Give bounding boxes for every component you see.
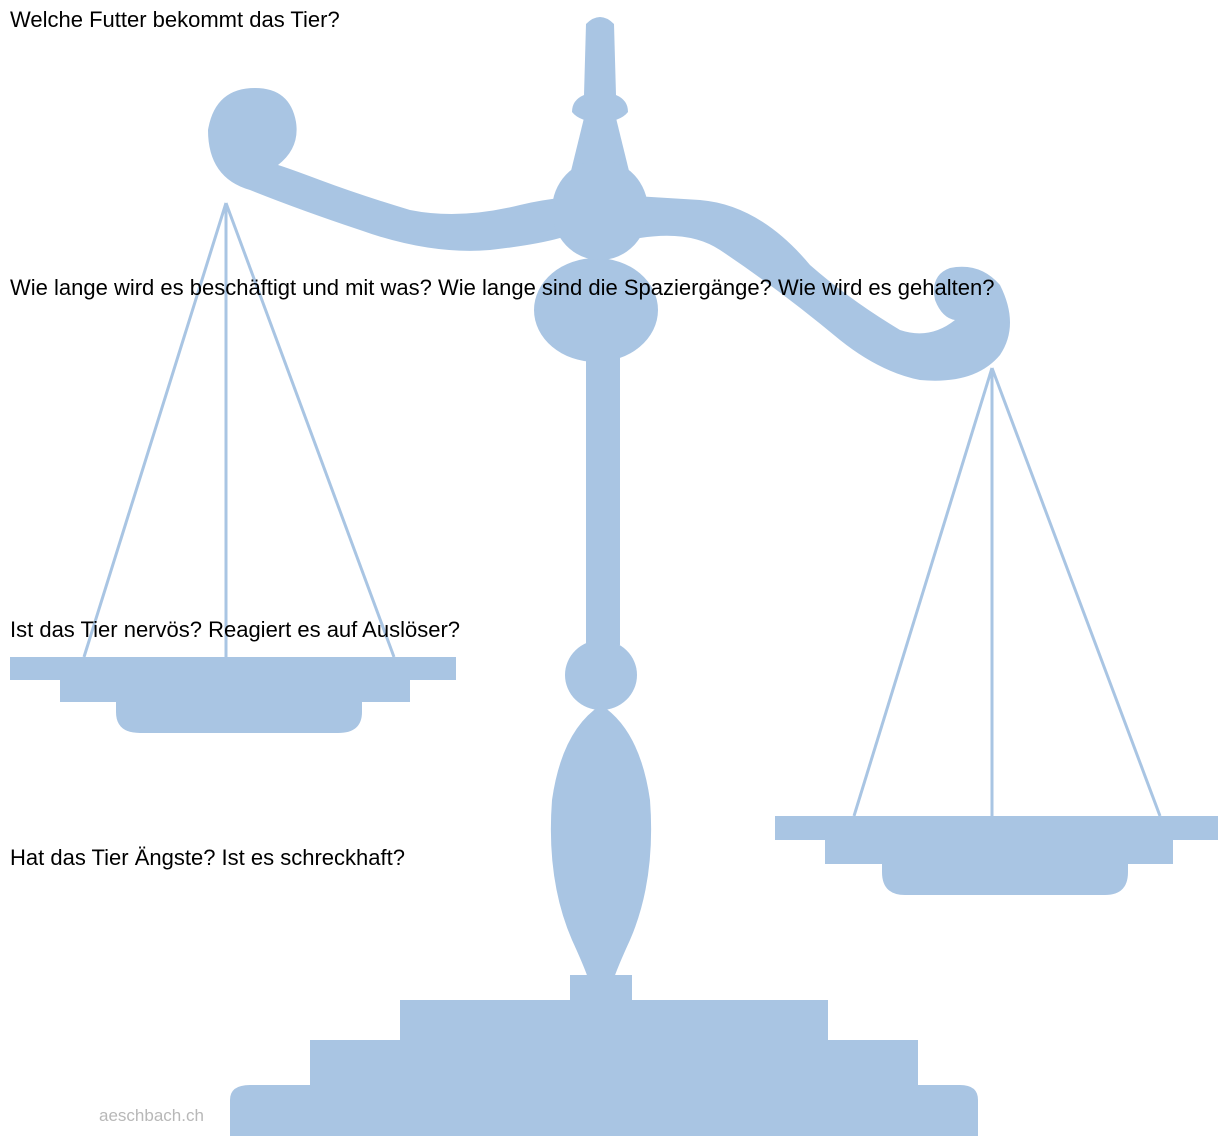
watermark-text: aeschbach.ch bbox=[99, 1106, 204, 1125]
pillar-knob-shape bbox=[565, 640, 637, 710]
left-chain-left bbox=[82, 202, 228, 658]
base-step-2 bbox=[400, 1000, 828, 1045]
left-pan-mid bbox=[60, 678, 410, 702]
right-pan-rim bbox=[775, 816, 1218, 840]
right-chain-right bbox=[990, 367, 1162, 817]
base-step-4 bbox=[230, 1085, 978, 1136]
hub-shape bbox=[534, 258, 658, 362]
question-fears: Hat das Tier Ängste? Ist es schreckhaft? bbox=[10, 845, 405, 870]
hub-upper-shape bbox=[552, 160, 648, 260]
left-chain-right bbox=[224, 202, 396, 658]
left-pan-bowl bbox=[116, 700, 362, 733]
right-pan-bowl bbox=[882, 862, 1128, 895]
pillar-shape bbox=[586, 345, 620, 645]
question-food: Welche Futter bekommt das Tier? bbox=[10, 7, 340, 32]
neck-shape bbox=[570, 118, 630, 175]
finial-shape bbox=[572, 17, 628, 122]
left-pan-rim bbox=[10, 657, 456, 680]
question-nervous: Ist das Tier nervös? Reagiert es auf Aus… bbox=[10, 617, 461, 642]
base-step-3 bbox=[310, 1040, 918, 1090]
question-activity: Wie lange wird es beschäftigt und mit wa… bbox=[10, 275, 995, 300]
right-chain-left bbox=[852, 367, 994, 817]
right-pan-mid bbox=[825, 838, 1173, 864]
vase-shape bbox=[550, 705, 652, 985]
